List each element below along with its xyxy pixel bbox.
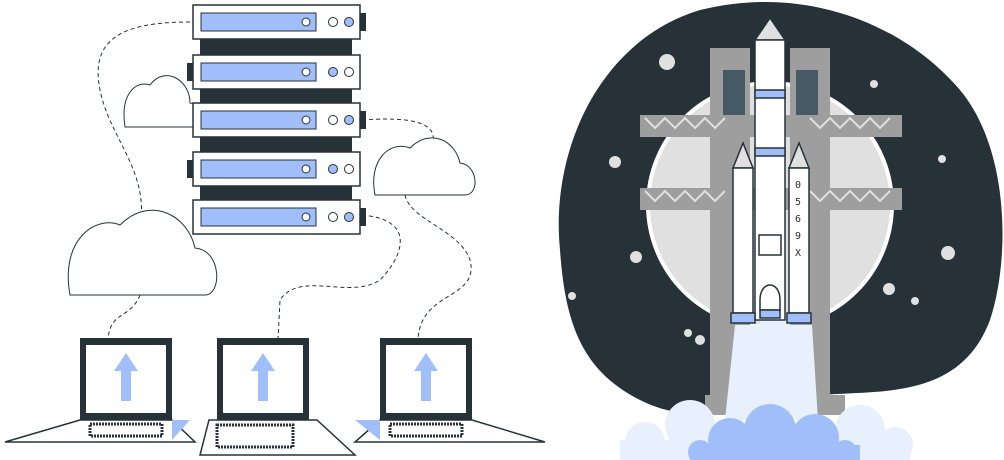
server-unit (192, 102, 366, 138)
rocket-serial: 0 5 6 9 X (795, 180, 801, 259)
laptop (199, 338, 357, 456)
laptop (4, 338, 197, 443)
server-unit (187, 151, 361, 187)
server-unit (187, 54, 361, 90)
smoke-clouds (620, 400, 913, 460)
server-rack (187, 4, 366, 235)
serial-char: X (795, 248, 801, 259)
rocket-scene: 0 5 6 9 X (558, 1, 1003, 460)
serial-char: 0 (795, 180, 801, 191)
rocket (730, 16, 812, 324)
laptops (4, 338, 546, 456)
exhaust (725, 320, 818, 420)
cloud-icon (67, 75, 476, 296)
server-unit (192, 4, 366, 40)
upload-arrow-icon (414, 353, 438, 401)
server-unit (192, 199, 366, 235)
laptop (353, 338, 546, 443)
serial-char: 6 (795, 214, 801, 225)
serial-char: 9 (795, 231, 801, 242)
upload-arrow-icon (251, 353, 275, 401)
serial-char: 5 (795, 197, 801, 208)
stars (568, 54, 955, 345)
upload-arrow-icon (114, 353, 138, 401)
